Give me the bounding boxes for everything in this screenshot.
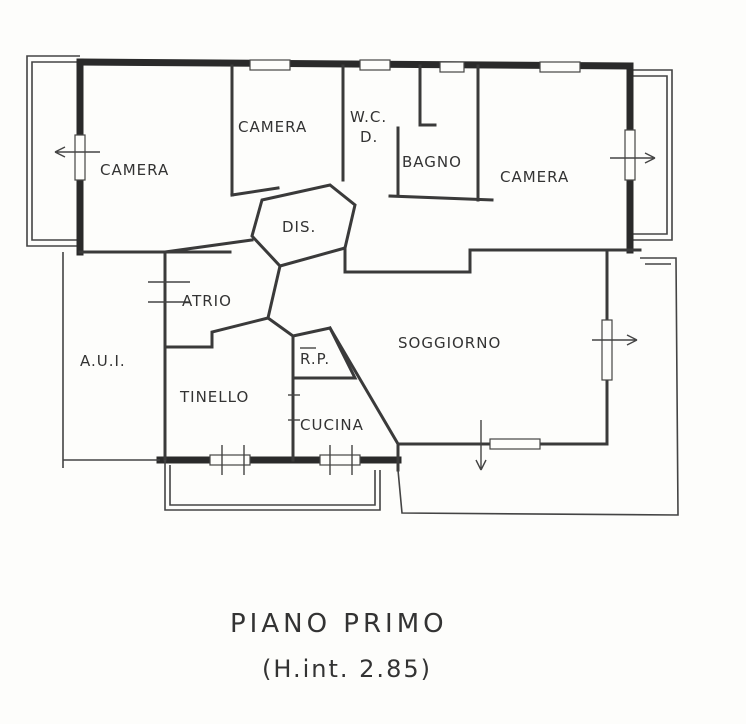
plan-subtitle: (H.int. 2.85) <box>262 655 432 683</box>
window-openings <box>74 59 636 466</box>
right-balcony <box>630 69 673 241</box>
room-label-dis: DIS. <box>282 218 316 236</box>
room-label-camera-left: CAMERA <box>100 161 169 179</box>
room-label-atrio: ATRIO <box>182 292 232 310</box>
room-label-camera-right: CAMERA <box>500 168 569 186</box>
room-label-tinello: TINELLO <box>179 388 249 406</box>
door-arrows <box>54 146 656 475</box>
interior-walls <box>62 64 679 516</box>
room-label-wc-sub: D. <box>360 128 378 146</box>
room-label-aui: A.U.I. <box>80 352 126 370</box>
plan-title: PIANO PRIMO <box>230 609 448 639</box>
left-balcony <box>26 55 80 247</box>
room-label-rp: R.P. <box>300 350 330 368</box>
room-label-wc: W.C. <box>350 108 387 126</box>
room-labels: CAMERA CAMERA W.C. D. BAGNO CAMERA DIS. … <box>80 108 569 434</box>
room-label-camera-center: CAMERA <box>238 118 307 136</box>
room-label-bagno: BAGNO <box>402 153 462 171</box>
room-label-cucina: CUCINA <box>300 416 364 434</box>
room-label-soggiorno: SOGGIORNO <box>398 334 501 352</box>
